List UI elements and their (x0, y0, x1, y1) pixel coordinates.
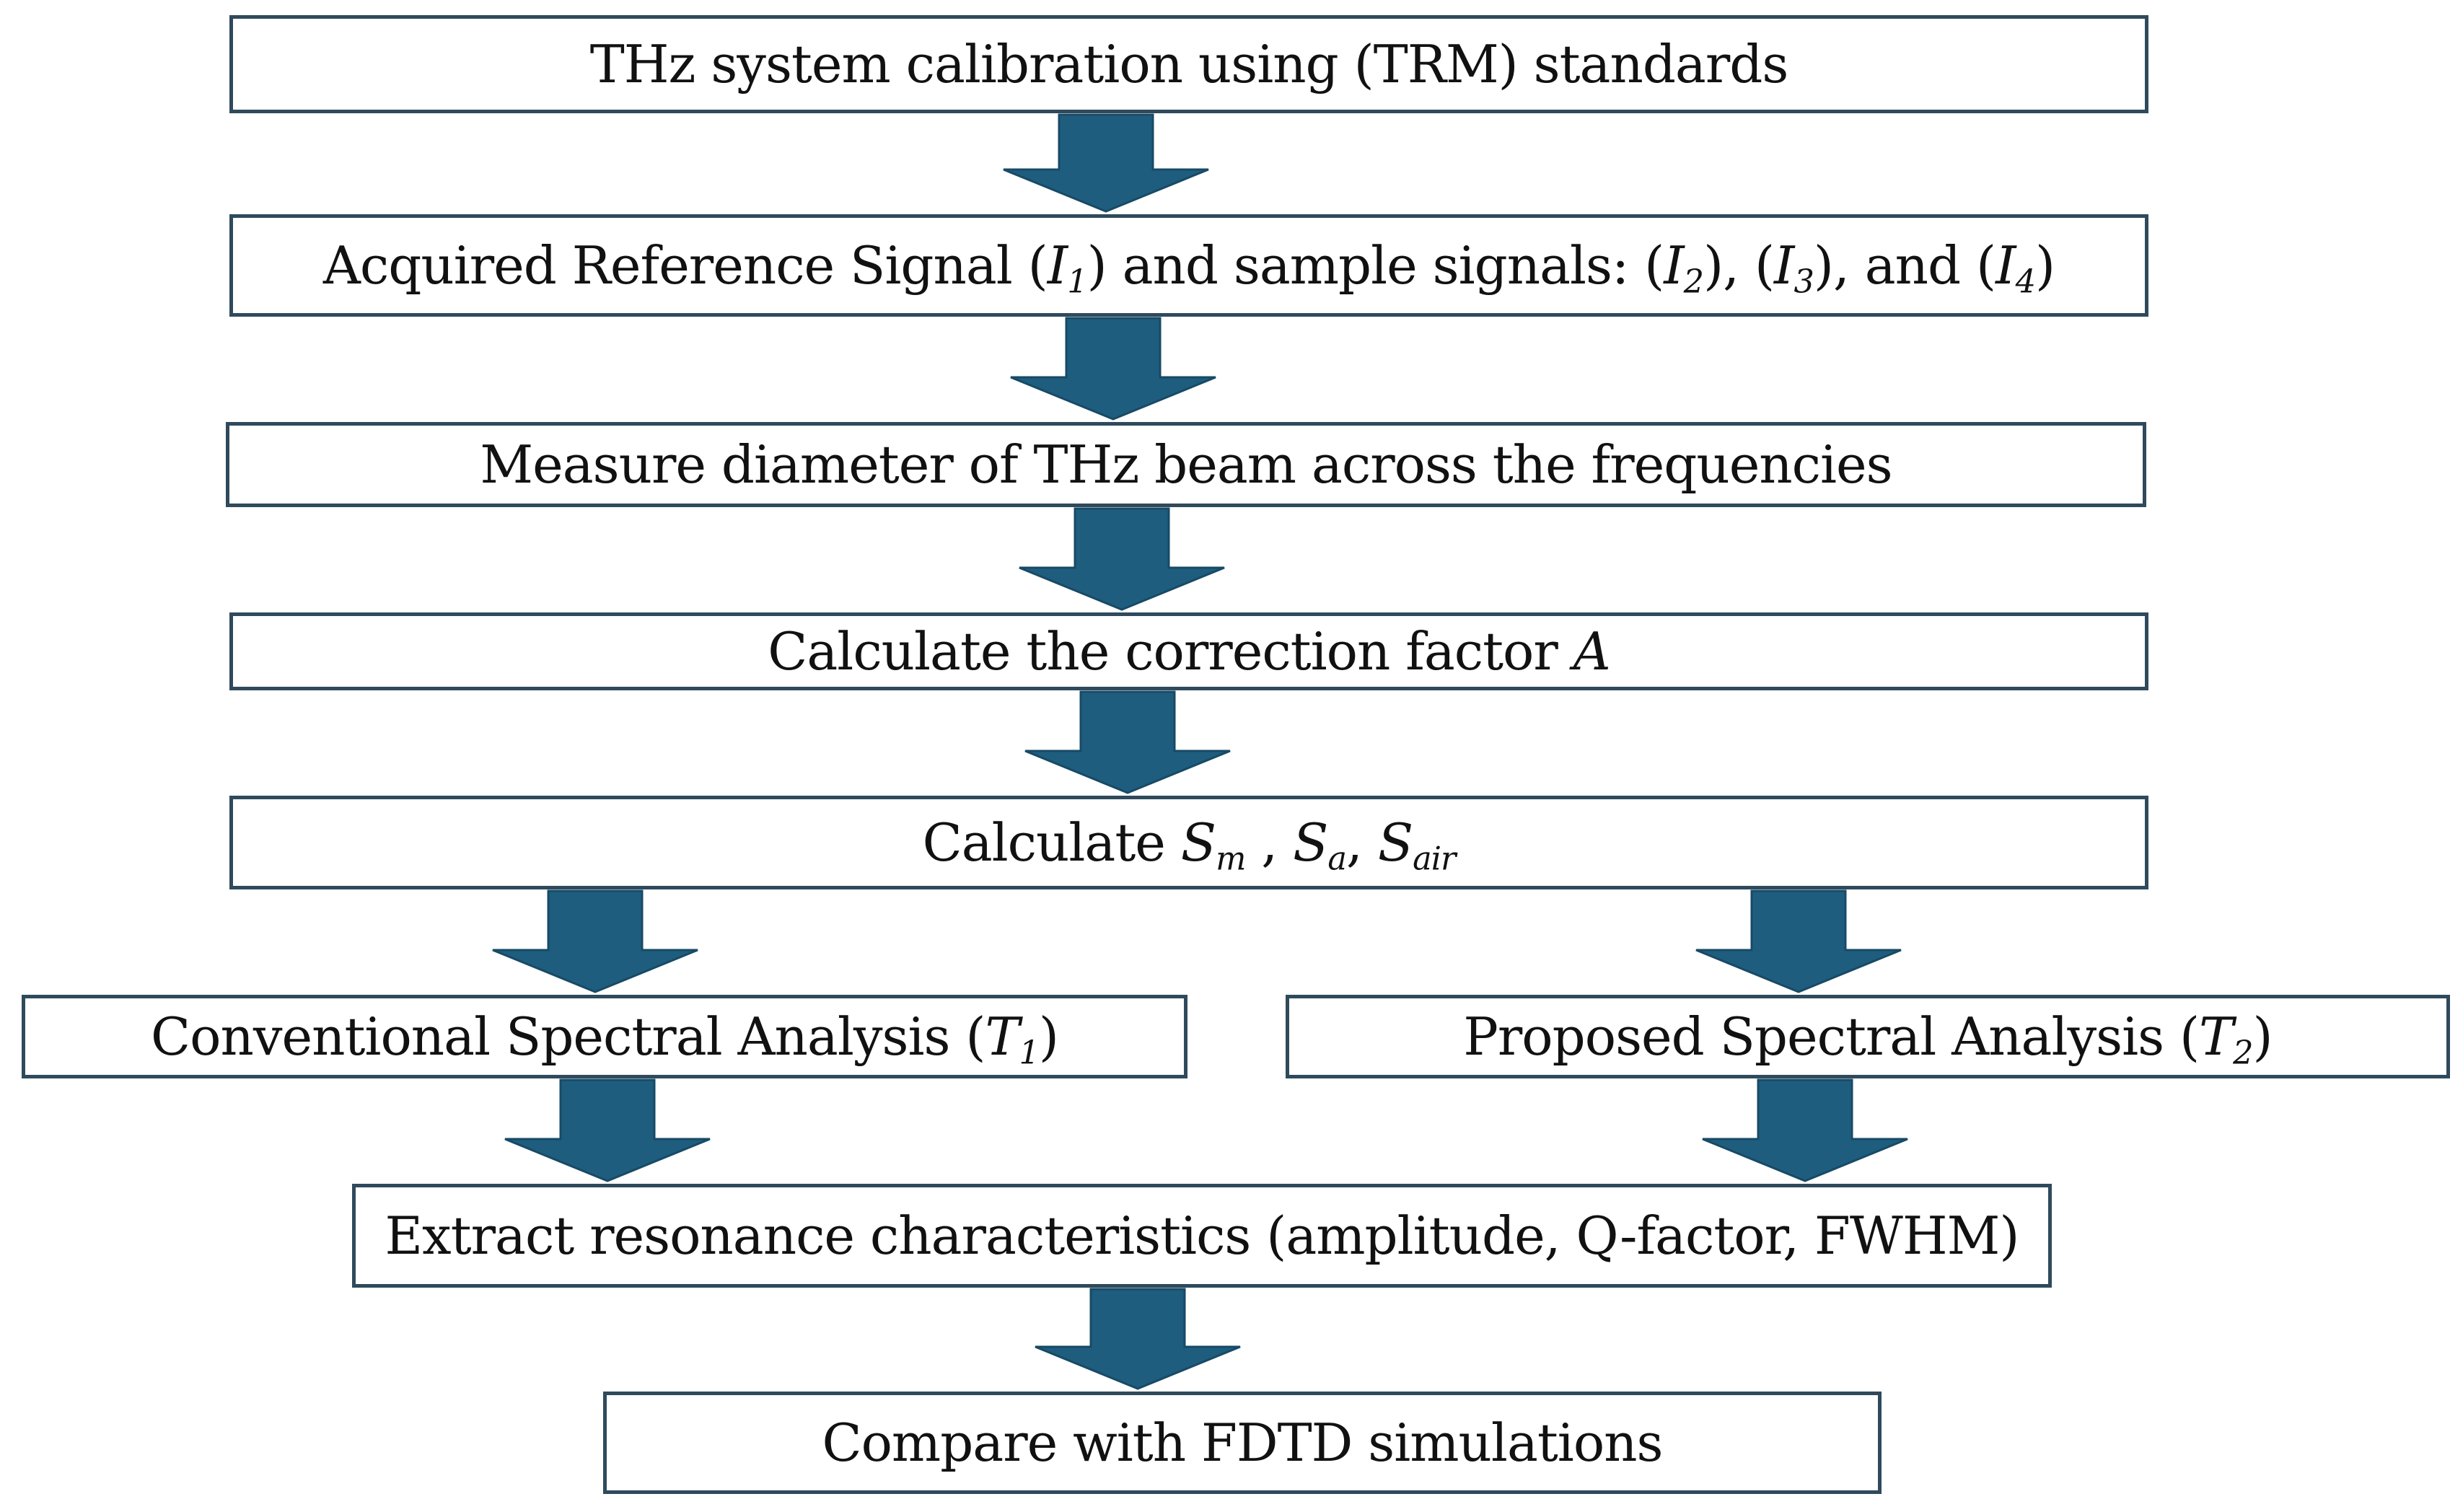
step-proposed-box: Proposed Spectral Analysis (T2) (1286, 995, 2450, 1078)
arrow-measure-to-correction (1019, 507, 1225, 611)
step-proposed-label: Proposed Spectral Analysis (T2) (1463, 1006, 2273, 1072)
step-correction-box: Calculate the correction factor A (229, 612, 2148, 690)
arrow-calculate-to-conventional (492, 889, 698, 993)
step-measure-box: Measure diameter of THz beam across the … (226, 422, 2146, 507)
step-calibration-label: THz system calibration using (TRM) stand… (589, 34, 1789, 94)
step-compare-label: Compare with FDTD simulations (822, 1412, 1663, 1473)
step-calculate-box: Calculate Sm , Sa, Sair (229, 796, 2148, 889)
step-calibration-box: THz system calibration using (TRM) stand… (229, 15, 2148, 113)
arrow-conventional-to-extract (504, 1078, 711, 1182)
step-extract-box: Extract resonance characteristics (ampli… (352, 1184, 2052, 1288)
step-compare-box: Compare with FDTD simulations (603, 1392, 1882, 1494)
arrow-acquire-to-measure (1010, 317, 1216, 421)
arrow-calculate-to-proposed (1695, 889, 1902, 993)
step-calculate-label: Calculate Sm , Sa, Sair (922, 812, 1457, 878)
step-conventional-box: Conventional Spectral Analysis (T1) (22, 995, 1187, 1078)
step-acquire-label: Acquired Reference Signal (I1) and sampl… (322, 235, 2055, 301)
arrow-calibration-to-acquire (1003, 113, 1209, 213)
step-acquire-box: Acquired Reference Signal (I1) and sampl… (229, 214, 2148, 317)
step-correction-label: Calculate the correction factor A (768, 621, 1610, 682)
arrow-proposed-to-extract (1702, 1078, 1908, 1182)
arrow-correction-to-calculate (1024, 690, 1231, 794)
step-conventional-label: Conventional Spectral Analysis (T1) (151, 1006, 1059, 1072)
arrow-extract-to-compare (1035, 1288, 1241, 1390)
step-extract-label: Extract resonance characteristics (ampli… (385, 1205, 2020, 1266)
step-measure-label: Measure diameter of THz beam across the … (480, 434, 1892, 495)
